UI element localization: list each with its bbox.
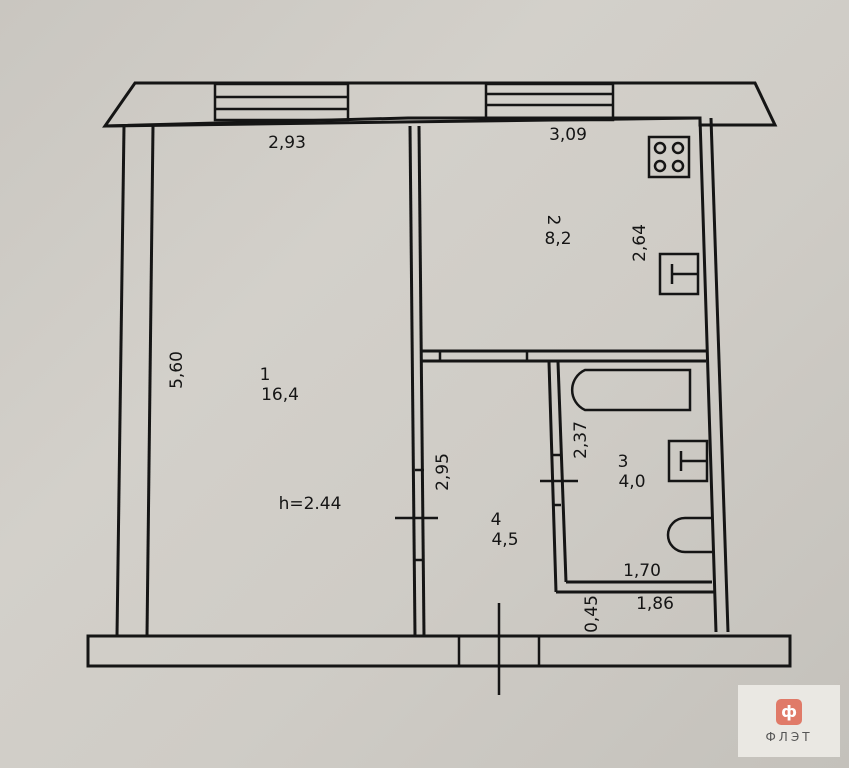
dim-room2-length: 2,64 — [630, 224, 650, 262]
room1-number: 1 — [260, 365, 271, 385]
room2-number: 2 — [543, 215, 563, 226]
room4-area: 4,5 — [491, 530, 518, 550]
watermark-text: ФЛЭТ — [765, 729, 813, 744]
partition-wall-2 — [422, 349, 706, 363]
top-wall — [102, 81, 778, 128]
dim-hall-offset: 0,45 — [582, 595, 602, 633]
bathtub-icon — [570, 368, 692, 412]
window-room1 — [213, 82, 350, 122]
ceiling-height: h=2.44 — [279, 494, 342, 514]
dim-room1-length: 5,60 — [167, 351, 187, 389]
room1-area: 16,4 — [261, 385, 299, 405]
dim-bath-length: 2,37 — [571, 421, 591, 459]
bathroom-walls — [540, 361, 716, 594]
room4-number: 4 — [491, 510, 502, 530]
flat-logo-icon: ф — [776, 698, 802, 725]
dim-bath-width-outer: 1,86 — [636, 594, 674, 614]
dim-room2-width: 3,09 — [549, 125, 587, 145]
dim-room1-width: 2,93 — [268, 133, 306, 153]
partition-wall-1 — [395, 125, 438, 637]
right-wall — [698, 117, 730, 633]
watermark-logo: ф ФЛЭТ — [738, 685, 840, 757]
stove-icon — [647, 135, 691, 179]
dim-bath-width-inner: 1,70 — [623, 561, 661, 581]
bath-sink-icon — [667, 439, 709, 483]
bottom-wall — [86, 603, 792, 695]
dim-hall-length: 2,95 — [433, 453, 453, 491]
room3-number: 3 — [618, 452, 629, 472]
room3-area: 4,0 — [618, 472, 645, 492]
left-wall — [115, 125, 155, 637]
window-room2 — [484, 82, 615, 122]
toilet-icon — [666, 516, 712, 554]
room2-area: 8,2 — [544, 229, 571, 249]
kitchen-sink-icon — [658, 252, 700, 296]
